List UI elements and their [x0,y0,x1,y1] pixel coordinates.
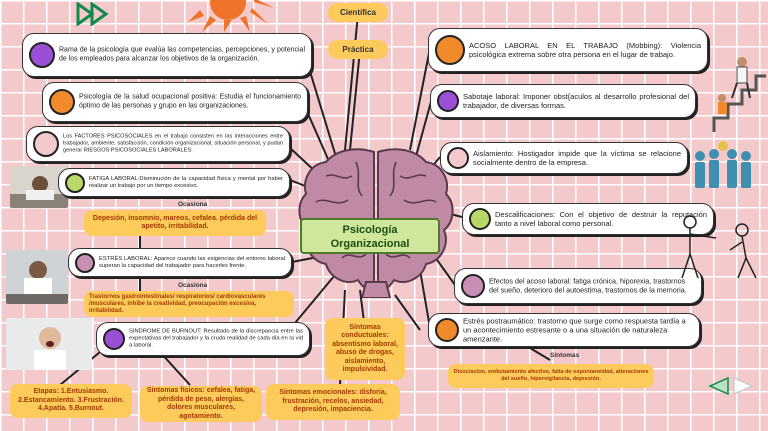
mauve-dot-icon-2 [461,274,485,298]
team-illustration [695,141,751,188]
definition-text: Rama de la psicología que evalúa las com… [59,46,305,62]
green-dot-icon-2 [469,208,491,230]
acoso-card: ACOSO LABORAL EN EL TRABAJO (Mobbing): V… [428,28,708,72]
postrauma-card: Estrés postraumático: trastorno que surg… [428,313,700,347]
green-dot-icon [65,172,85,193]
purple-dot-icon [29,42,55,68]
burnout-text: SINDROME DE BURNOUT: Resultado de la dis… [129,328,303,349]
fatiga-ocasiona-label: Ocasiona [178,201,208,208]
orange-dot-icon-2 [435,35,465,65]
salud-text: Psicología de la salud ocupacional posit… [79,93,301,109]
definition-card: Rama de la psicología que evalúa las com… [22,33,312,77]
center-title-line2: Organizacional [330,238,410,250]
estres-ocasiona-label: Ocasiona [178,282,208,289]
sintomas-emocionales-box: Síntomas emocionales: disforia, frustrac… [266,384,400,420]
fatiga-card: FATIGA LABORAL:Disminución de la capacid… [58,168,290,197]
orange-dot-icon [49,89,75,115]
orange-dot-icon-3 [435,318,459,342]
estres-effects-box: Trastornos gastrointestinales/ respirato… [84,291,294,317]
descalificaciones-card: Descalificaciones: Con el objetivo de de… [462,203,714,235]
practica-pill: Práctica [328,40,388,59]
play-forward-icon[interactable] [74,2,114,26]
burnout-card: SINDROME DE BURNOUT: Resultado de la dis… [96,322,310,356]
mauve-dot-icon [75,252,95,273]
stressed-worker-photo [6,250,68,304]
back-arrow-icon[interactable] [704,376,730,396]
practica-label: Práctica [342,45,374,54]
cientifica-pill: Científica [328,3,388,22]
sintomas-label: Síntomas [550,352,580,359]
pink-dot-icon [33,131,59,157]
factores-card: Los FACTORES PSICOSOCIALES en el trabajo… [26,126,290,162]
stairs-illustration [712,57,766,132]
purple-dot-icon-3 [437,90,459,112]
salud-card: Psicología de la salud ocupacional posit… [42,82,308,122]
efectos-text: Efectos del acoso laboral: fatiga crónic… [489,276,687,294]
estres-text: ESTRÉS LABORAL: Aparece cuando las exige… [99,255,285,269]
acoso-text: ACOSO LABORAL EN EL TRABAJO (Mobbing): V… [469,41,701,59]
factores-text: Los FACTORES PSICOSOCIALES en el trabajo… [63,133,283,154]
sintomas-fisicos-box: Síntomas físicos: cefalea, fatiga, pérdi… [140,386,262,422]
center-title: Psicología Organizacional [300,218,440,254]
sabotaje-text: Sabotaje laboral: Imponer obst{aculos al… [463,92,689,110]
etapas-box: Etapas: 1.Entusiasmo. 2.Estancamiento. 3… [10,384,132,418]
forward-arrow-icon[interactable] [732,376,758,396]
cientifica-label: Científica [339,8,376,17]
fatiga-text: FATIGA LABORAL:Disminución de la capacid… [89,175,283,189]
fatiga-effects-box: Depesión, insomnio, mareos, cefalea. pér… [84,210,266,236]
sun-icon [188,0,274,32]
postrauma-sintomas-box: Disociacion, embotamiento afectivo, falt… [448,364,654,388]
descalificaciones-text: Descalificaciones: Con el objetivo de de… [495,210,707,228]
estres-card: ESTRÉS LABORAL: Aparece cuando las exige… [68,248,292,277]
aislamiento-card: Aislamiento: Hostigador impide que la ví… [440,142,688,174]
efectos-card: Efectos del acoso laboral: fatiga crónic… [454,268,702,304]
sintomas-conductuales-box: Síntomas conductuales: absentismo labora… [325,318,405,380]
pink-dot-icon-2 [447,147,469,169]
pointing-people-illustration [681,215,757,279]
sabotaje-card: Sabotaje laboral: Imponer obst{aculos al… [430,84,696,118]
center-title-line1: Psicología [342,224,398,236]
postrauma-text: Estrés postraumático: trastorno que surg… [463,316,686,344]
purple-dot-icon-2 [103,328,125,350]
aislamiento-text: Aislamiento: Hostigador impide que la ví… [473,149,681,167]
screaming-worker-photo [6,318,92,370]
